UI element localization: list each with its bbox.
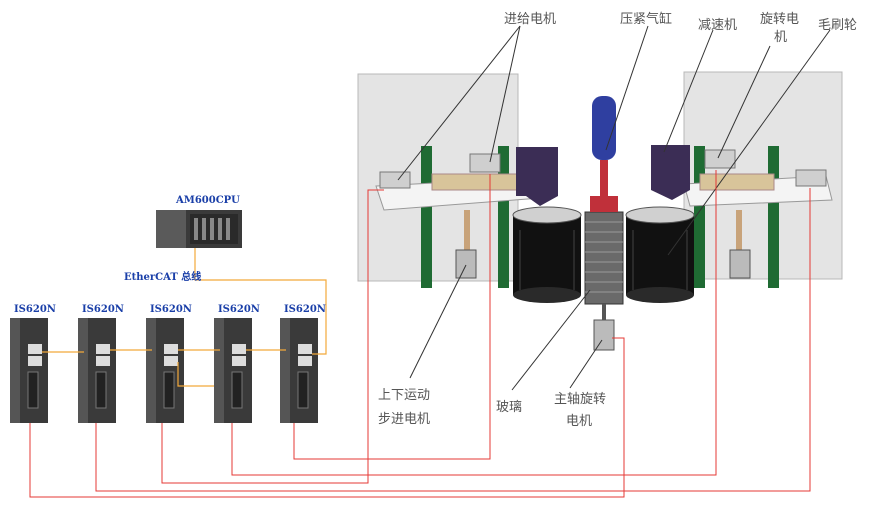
updown-stepper-label-line2: 步进电机 bbox=[378, 412, 431, 427]
cylinder-icon bbox=[590, 96, 618, 212]
right-end-block bbox=[795, 169, 827, 187]
drive-label: IS620N bbox=[284, 304, 326, 315]
spindle-motor bbox=[593, 319, 615, 351]
green-post bbox=[498, 146, 509, 288]
servo-drives bbox=[10, 318, 318, 423]
green-post bbox=[768, 146, 779, 288]
drive-label: IS620N bbox=[218, 304, 260, 315]
spindle-motor-label-line2: 电机 bbox=[566, 414, 593, 429]
green-post bbox=[421, 146, 432, 288]
green-post bbox=[694, 146, 705, 288]
rotary-motor-label-line1: 旋转电 bbox=[760, 12, 800, 27]
motor-signal-lines bbox=[29, 170, 811, 498]
left-roller-icon bbox=[512, 206, 582, 303]
drive-label: IS620N bbox=[14, 304, 56, 315]
leader-lines bbox=[397, 25, 831, 391]
right-carriage-block bbox=[704, 149, 736, 169]
feed-motor-label: 进给电机 bbox=[504, 12, 557, 27]
servo-drive-icon bbox=[10, 318, 48, 423]
machine-assembly bbox=[357, 71, 843, 351]
brush-wheel-label: 毛刷轮 bbox=[818, 18, 858, 33]
glass-label: 玻璃 bbox=[496, 400, 523, 415]
press-cylinder-label: 压紧气缸 bbox=[620, 12, 673, 27]
controller-label: AM600CPU bbox=[176, 195, 240, 206]
left-wood-bed bbox=[431, 173, 521, 191]
right-wood-bed bbox=[699, 173, 775, 191]
servo-drive-icon bbox=[146, 318, 184, 423]
reducer-label: 减速机 bbox=[698, 18, 738, 33]
ethercat-bus-label: EtherCAT 总线 bbox=[124, 272, 202, 283]
left-stepper-motor bbox=[455, 210, 477, 279]
left-reducer-block bbox=[516, 147, 558, 206]
drive-label: IS620N bbox=[150, 304, 192, 315]
left-carriage-block bbox=[469, 153, 501, 173]
drive-label: IS620N bbox=[82, 304, 124, 315]
left-end-block bbox=[379, 171, 411, 189]
right-roller-icon bbox=[625, 206, 695, 303]
spindle-shaft bbox=[602, 304, 606, 320]
plc-cpu-icon bbox=[156, 210, 242, 248]
servo-drive-icon bbox=[214, 318, 252, 423]
right-stepper-motor bbox=[729, 210, 751, 279]
servo-drive-icon bbox=[78, 318, 116, 423]
glass-stack bbox=[584, 211, 624, 305]
spindle-motor-label-line1: 主轴旋转 bbox=[554, 392, 607, 407]
right-reducer-block bbox=[651, 145, 690, 200]
servo-drive-icon bbox=[280, 318, 318, 423]
rotary-motor-label-line2: 机 bbox=[774, 30, 788, 45]
updown-stepper-label-line1: 上下运动 bbox=[378, 388, 431, 403]
ethercat-bus-lines bbox=[42, 248, 327, 387]
